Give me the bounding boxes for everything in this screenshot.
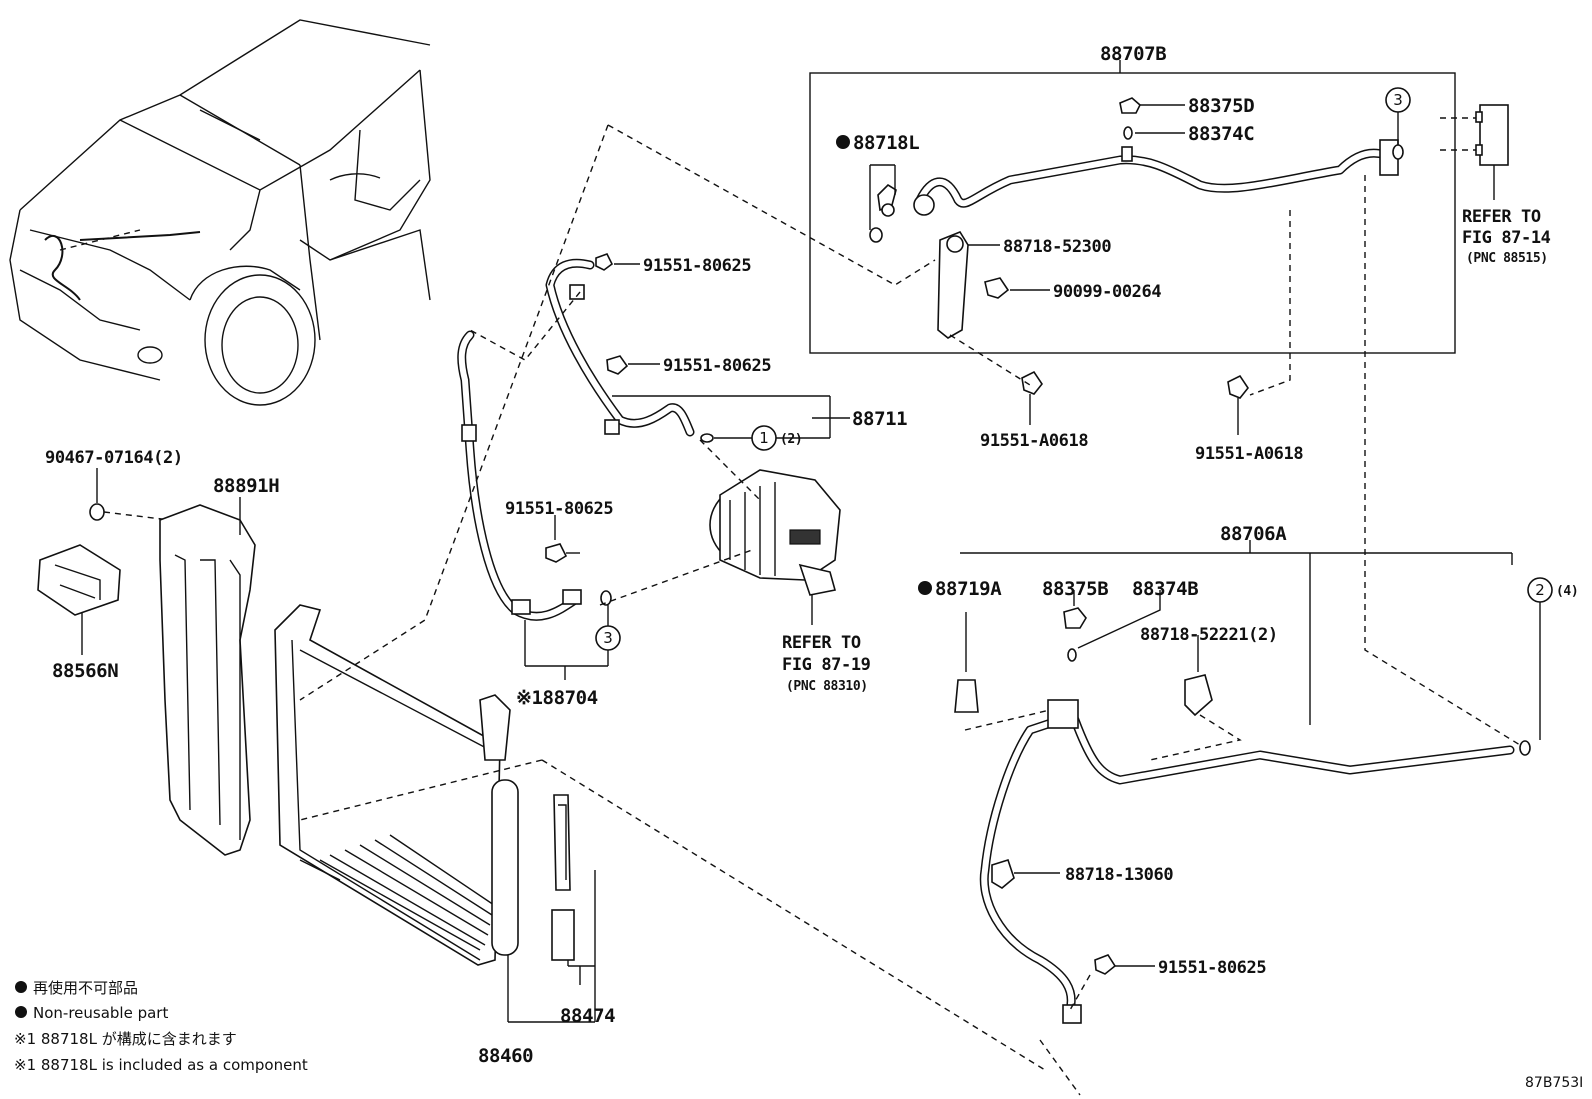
clip-88718L [869,164,897,243]
tube-88706A [979,699,1531,1024]
label-90099-00264: 90099-00264 [1053,282,1161,302]
label-88707B: 88707B [1100,43,1166,65]
condenser-fins [319,834,495,951]
label-88566N: 88566N [52,660,118,682]
non-reusable-marker-icon [15,1006,27,1018]
label-88460: 88460 [478,1045,533,1067]
pressure-switch-88719A [954,612,979,713]
car-outline-illustration [9,19,431,406]
non-reusable-marker-icon [15,981,27,993]
callout-number-3-middle: 3 [603,629,613,647]
legend-component-note-jp: ※1 88718L が構成に含まれます [14,1030,237,1048]
bolt-91551-A0618-left [1021,370,1043,425]
label-88375D: 88375D [1188,95,1254,117]
label-91551-80625-top: 91551-80625 [643,256,751,276]
valve-cap-88375B [1063,590,1087,629]
discharge-hose-88711 [545,258,850,439]
valve-core-88374B [1067,590,1161,662]
label-88375B: 88375B [1042,578,1108,600]
label-refer-fig-87-14-line3: (PNC 88515) [1466,251,1548,266]
clip-90467-07164 [89,468,171,521]
label-qty-callout-1: (2) [780,432,802,447]
label-88704: ※188704 [516,687,598,709]
compressor-ref [709,469,841,625]
label-88718-52221: 88718-52221(2) [1140,625,1278,645]
label-88891H: 88891H [213,475,279,497]
label-90467-07164: 90467-07164(2) [45,448,183,468]
callout-1 [700,425,777,451]
label-refer-fig-87-19-line3: (PNC 88310) [786,679,868,694]
callout-3-top [1385,87,1411,160]
label-91551-80625-mid: 91551-80625 [663,356,771,376]
bolt-90099-00264 [984,277,1050,299]
callout-2 [1527,577,1553,740]
label-refer-fig-87-19-line2: FIG 87-19 [782,655,871,675]
clip-88718-13060 [991,859,1060,889]
seal-88891H [159,497,256,856]
label-88706A: 88706A [1220,523,1287,545]
legend-non-reusable-en: Non-reusable part [33,1004,168,1022]
part-labels: 88707B 88375D 88374C 88718L 88718-52300 … [45,43,1579,1067]
valve-cap-88375D [1119,97,1185,114]
label-88718L: 88718L [853,132,919,154]
assembly-88706A-box [960,540,1513,725]
figure-code: 87B753I [1525,1075,1583,1091]
label-refer-fig-87-14-line2: FIG 87-14 [1462,228,1551,248]
legend: 再使用不可部品 Non-reusable part ※1 88718L が構成に… [14,979,308,1074]
condenser-assembly [274,604,596,1023]
label-qty-callout-2: (4) [1556,584,1578,599]
non-reusable-marker-icon [918,581,932,595]
label-88719A: 88719A [935,578,1002,600]
clip-88718-52221 [1149,635,1242,761]
bolt-91551-A0618-right [1227,374,1249,435]
callout-number-1: 1 [759,429,769,447]
label-88374B: 88374B [1132,578,1198,600]
callout-number-2: 2 [1535,581,1545,599]
label-88711: 88711 [852,408,907,430]
label-91551-A0618-right: 91551-A0618 [1195,444,1303,464]
expansion-valve-ref [1440,104,1509,200]
bolt-91551-80625-mid [606,355,660,375]
non-reusable-marker-icon [836,135,850,149]
label-refer-fig-87-14-line1: REFER TO [1462,207,1541,227]
callout-3-middle [595,605,621,651]
label-88718-52300: 88718-52300 [1003,237,1111,257]
valve-core-88374C [1121,126,1185,162]
bolt-91551-80625-lower [545,515,580,563]
connection-lines [299,124,1521,1096]
bolt-91551-80625-bottom [1094,954,1155,975]
liquid-hose-88704 [457,330,612,680]
bracket-88718-52300 [937,231,1000,339]
label-88374C: 88374C [1188,123,1254,145]
duct-88566N [37,544,121,655]
bolt-91551-80625-top [595,253,640,271]
label-88718-13060: 88718-13060 [1065,865,1173,885]
label-refer-fig-87-19-line1: REFER TO [782,633,861,653]
assembly-88707B-box [809,60,1456,354]
label-91551-A0618-left: 91551-A0618 [980,431,1088,451]
filter-88474 [551,794,595,985]
legend-non-reusable-jp: 再使用不可部品 [33,979,138,997]
label-91551-80625-lower: 91551-80625 [505,499,613,519]
callout-number-3-top: 3 [1393,91,1403,109]
suction-tube-88707B [913,139,1399,216]
legend-component-note-en: ※1 88718L is included as a component [14,1056,308,1074]
callout-numbers: 3 1 3 2 [603,91,1545,647]
label-88474: 88474 [560,1005,615,1027]
label-91551-80625-bottom: 91551-80625 [1158,958,1266,978]
